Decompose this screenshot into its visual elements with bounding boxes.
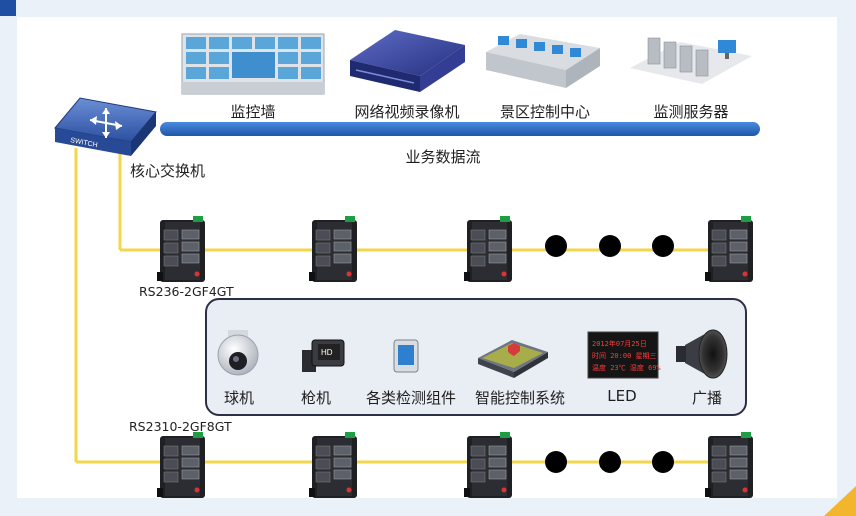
corner-accent-bottom-right (824, 486, 856, 516)
diagram-panel (17, 17, 837, 498)
core-switch-icon: SWITCH (54, 97, 157, 156)
industrial-switch-icon (704, 215, 754, 283)
industrial-switch-icon (308, 215, 358, 283)
control-desk-icon (486, 34, 600, 88)
nvr-device-icon (350, 30, 465, 92)
server-rack-icon (630, 37, 752, 84)
core-switch-label: 核心交换机 (130, 162, 206, 180)
label-nvr: 网络视频录像机 (354, 103, 460, 121)
smart-control-icon (478, 340, 548, 378)
label-video-wall: 监控墙 (230, 103, 276, 121)
business-data-bus (160, 122, 760, 136)
industrial-switch-icon (463, 215, 513, 283)
label-broadcast: 广播 (691, 389, 723, 407)
industrial-switch-icon (704, 431, 754, 499)
dome-camera-icon (217, 330, 259, 376)
led-text-row3: 温度 23℃ 湿度 69% (592, 363, 662, 372)
label-server: 监测服务器 (653, 103, 729, 121)
continuation-dots-row-1 (545, 235, 674, 257)
label-dome-camera: 球机 (223, 389, 255, 407)
trunk-links (74, 148, 165, 464)
label-control-center: 景区控制中心 (499, 103, 591, 121)
row-1-model-label: RS236-2GF4GT (139, 284, 234, 299)
svg-text:HD: HD (321, 348, 333, 357)
loudspeaker-icon (676, 329, 728, 379)
sensor-module-icon (393, 339, 419, 373)
monitor-wall-icon (181, 33, 325, 95)
led-text-row2: 时间 20:00 星期三 (592, 351, 657, 360)
label-led: LED (607, 387, 637, 405)
industrial-switch-icon (463, 431, 513, 499)
row-2-model-label: RS2310-2GF8GT (129, 419, 232, 434)
industrial-switch-icon (308, 431, 358, 499)
label-sensor-modules: 各类检测组件 (365, 389, 457, 407)
continuation-dots-row-2 (545, 451, 674, 473)
corner-accent-top-left (0, 0, 16, 16)
label-bullet-camera: 枪机 (300, 389, 332, 407)
bullet-camera-icon: HD (302, 339, 345, 372)
industrial-switch-icon (156, 215, 206, 283)
label-smart-control: 智能控制系统 (474, 389, 566, 407)
industrial-switch-icon (156, 431, 206, 499)
led-display-icon: 2012年07月25日 时间 20:00 星期三 温度 23℃ 湿度 69% (587, 331, 662, 379)
led-text-row1: 2012年07月25日 (592, 339, 647, 348)
bus-label: 业务数据流 (405, 148, 481, 166)
